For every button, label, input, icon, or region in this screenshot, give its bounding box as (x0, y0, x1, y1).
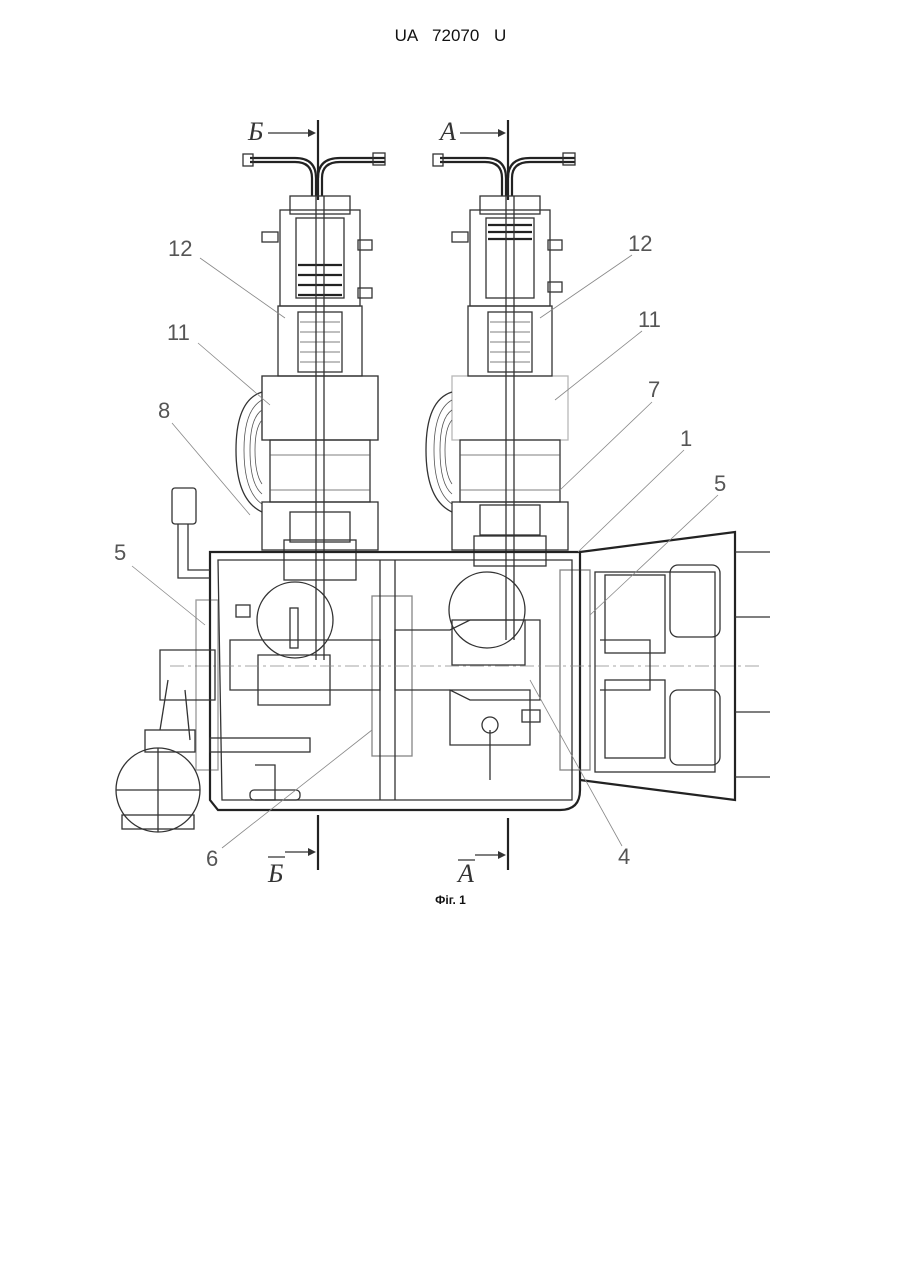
svg-text:А: А (438, 117, 456, 146)
ref-label-7: 7 (648, 377, 660, 402)
compressor-section-drawing: Б А (100, 105, 790, 885)
ref-label-12-left: 12 (168, 236, 192, 261)
svg-text:Б: Б (267, 859, 283, 885)
ref-label-4: 4 (618, 844, 630, 869)
crankcase (170, 552, 760, 810)
ref-label-6: 6 (206, 846, 218, 871)
right-cylinder-assembly (426, 153, 575, 640)
left-cylinder-assembly (236, 153, 385, 660)
ref-label-11-right: 11 (638, 307, 661, 332)
section-marker-b-bottom: Б (267, 815, 318, 885)
figure-caption: Фіг. 1 (0, 893, 901, 907)
ref-label-1: 1 (680, 426, 692, 451)
section-marker-a-bottom: А (456, 818, 508, 885)
svg-text:Б: Б (247, 117, 263, 146)
ref-label-8: 8 (158, 398, 170, 423)
patent-number-header: UA 72070 U (0, 26, 901, 46)
ref-label-12-right: 12 (628, 231, 652, 256)
oil-filter-and-pump (116, 488, 310, 832)
ref-label-5-left: 5 (114, 540, 126, 565)
ref-label-5-right: 5 (714, 471, 726, 496)
ref-label-11-left: 11 (167, 320, 190, 345)
svg-text:А: А (456, 859, 474, 885)
